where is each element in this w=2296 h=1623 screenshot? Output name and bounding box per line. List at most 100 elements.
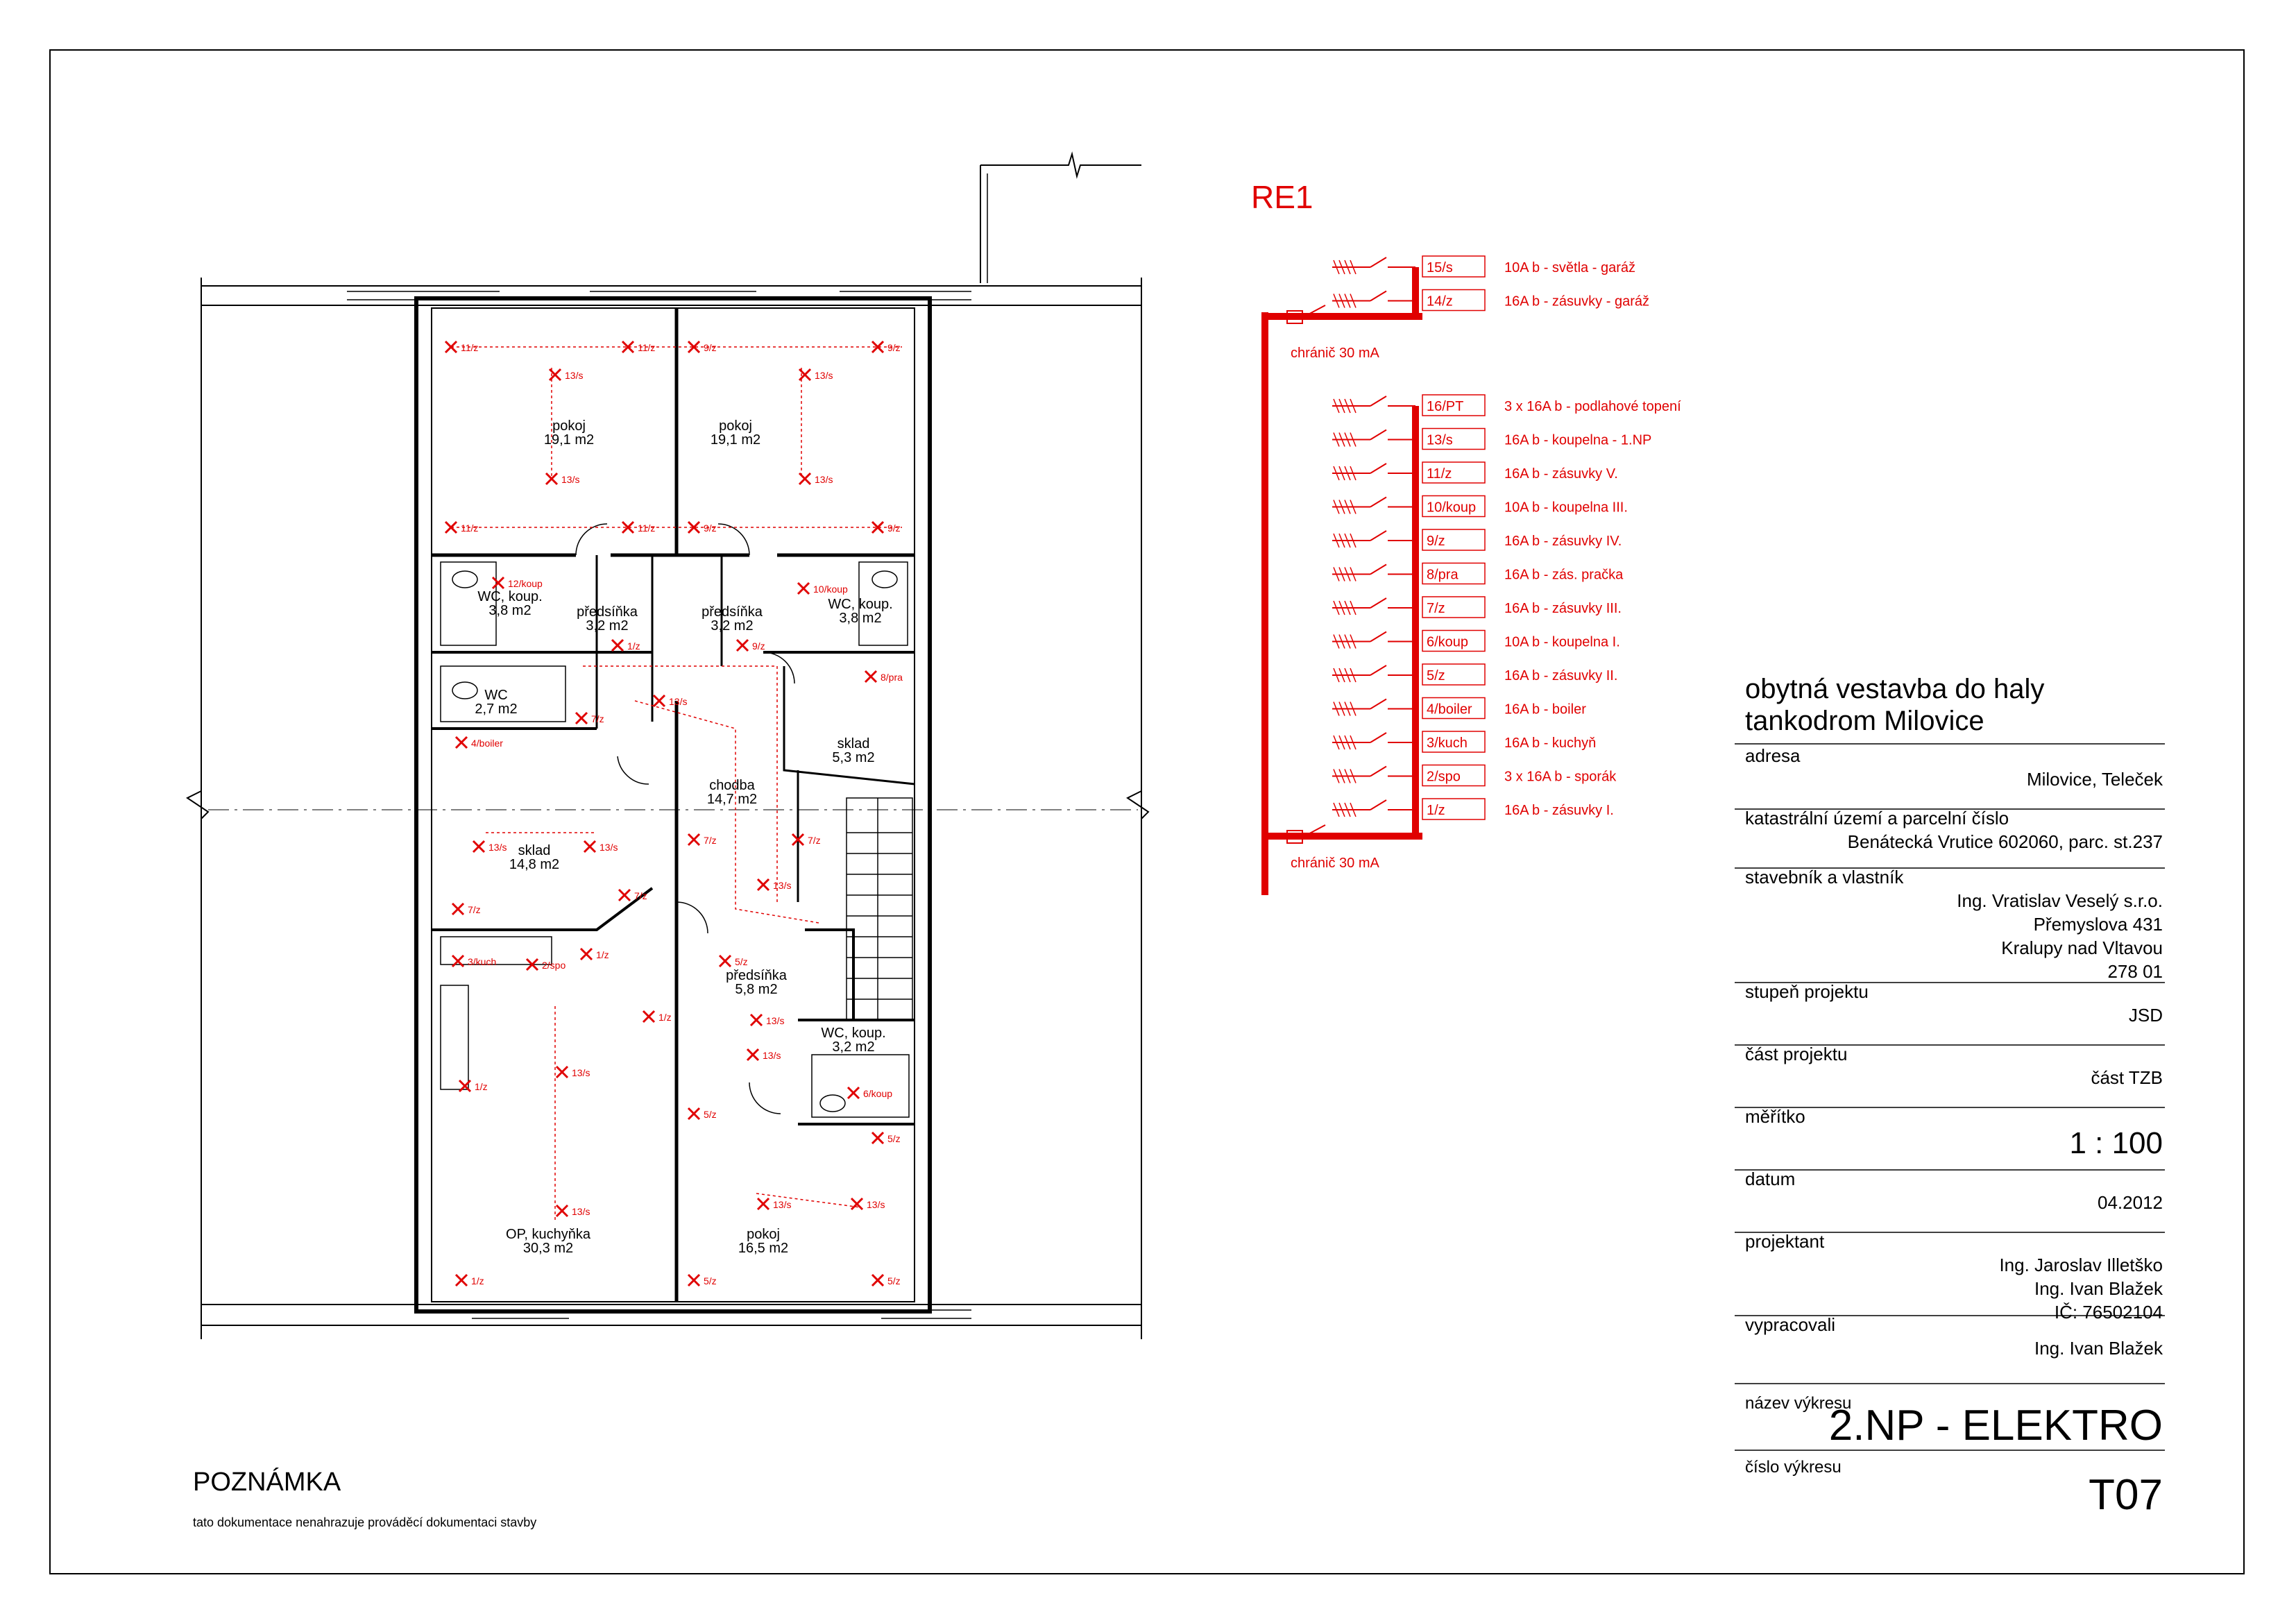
circuit-mark: 1/z — [454, 1273, 484, 1287]
room-area: 19,1 m2 — [711, 432, 760, 448]
circuit-description: 10A b - světla - garáž — [1504, 260, 1635, 275]
floor-plan — [186, 151, 1150, 1339]
room-area: 14,8 m2 — [509, 857, 559, 872]
circuit-mark: 1/z — [642, 1010, 672, 1023]
title-field-value: Benátecká Vrutice 602060, parc. st.237 — [1848, 831, 2163, 852]
circuit-id-box — [1422, 394, 1486, 416]
circuit-mark-label: 13/s — [773, 880, 791, 891]
circuit-description: 16A b - zásuvky I. — [1504, 803, 1614, 818]
room-area: 3,2 m2 — [832, 1039, 874, 1055]
title-field-label: katastrální území a parcelní číslo — [1745, 808, 2009, 829]
title-block: obytná vestavba do haly tankodrom Milovi… — [1735, 674, 2165, 1519]
title-field-value: Ing. Vratislav Veselý s.r.o. — [1957, 890, 2163, 911]
circuit-mark-label: 4/boiler — [471, 738, 503, 749]
circuit-id-box — [1422, 629, 1486, 652]
circuit-id: 7/z — [1427, 601, 1445, 616]
circuit-mark: 11/z — [444, 520, 478, 534]
circuit-mark-label: 5/z — [887, 1133, 901, 1144]
circuit-mark-label: 9/z — [752, 640, 765, 652]
title-field-label: projektant — [1745, 1231, 1825, 1252]
circuit-mark: 13/s — [545, 472, 579, 486]
circuit-mark-label: 7/z — [468, 904, 481, 915]
circuit-mark-label: 13/s — [773, 1199, 791, 1210]
circuit-mark-label: 13/s — [565, 370, 583, 381]
circuit-mark: 13/s — [583, 840, 618, 853]
circuit-mark-label: 7/z — [591, 713, 604, 724]
title-field-value: Ing. Ivan Blažek — [2034, 1338, 2163, 1359]
circuit-mark-label: 5/z — [735, 956, 748, 967]
room-area: 30,3 m2 — [523, 1241, 573, 1256]
circuit-mark: 9/z — [735, 638, 765, 652]
circuit-description: 16A b - zásuvky III. — [1504, 601, 1622, 616]
circuit-mark-label: 9/z — [704, 522, 717, 534]
circuit-mark: 11/z — [444, 340, 478, 354]
circuit-mark-label: 1/z — [475, 1081, 488, 1092]
circuit-mark: 11/z — [621, 520, 655, 534]
circuit-mark: 13/s — [652, 694, 687, 708]
room-name: pokoj — [719, 418, 752, 434]
circuit-id: 4/boiler — [1427, 702, 1472, 717]
circuit-mark-label: 9/z — [887, 342, 901, 353]
circuit-mark: 7/z — [575, 711, 604, 725]
circuit-mark-label: 13/s — [815, 370, 833, 381]
circuit-mark: 12/koup — [491, 576, 543, 590]
circuit-id-box — [1422, 731, 1486, 753]
circuit-mark: 1/z — [458, 1079, 488, 1093]
room-name: sklad — [518, 843, 551, 858]
circuit-mark-label: 12/koup — [508, 578, 543, 589]
circuit-mark-label: 11/z — [638, 342, 655, 353]
circuit-mark-label: 13/s — [766, 1015, 784, 1026]
title-field-label: adresa — [1745, 745, 1801, 766]
title-field-value: Milovice, Teleček — [2027, 769, 2163, 790]
circuit-mark: 5/z — [687, 1107, 717, 1121]
title-field-label: vypracovali — [1745, 1314, 1835, 1335]
rcd-label-upper: chránič 30 mA — [1291, 346, 1379, 361]
circuit-id-box — [1422, 697, 1486, 720]
circuit-mark: 7/z — [791, 833, 821, 847]
room-area: 5,3 m2 — [832, 750, 874, 765]
room-name: WC — [484, 688, 507, 703]
circuit-mark-label: 5/z — [704, 1109, 717, 1120]
circuit-mark-label: 5/z — [887, 1275, 901, 1286]
circuit-mark-label: 13/s — [763, 1050, 781, 1061]
circuit-id-box — [1422, 495, 1486, 518]
circuit-id-box — [1422, 798, 1486, 820]
circuit-mark: 4/boiler — [454, 736, 503, 749]
title-field-value: Kralupy nad Vltavou — [2001, 937, 2163, 958]
circuit-mark: 13/s — [756, 1197, 791, 1211]
circuit-id: 8/pra — [1427, 568, 1459, 583]
circuit-id: 3/kuch — [1427, 736, 1468, 751]
circuit-mark: 13/s — [555, 1204, 590, 1218]
circuit-description: 3 x 16A b - podlahové topení — [1504, 399, 1681, 414]
room-name: pokoj — [747, 1227, 780, 1242]
circuit-mark: 6/koup — [847, 1086, 892, 1100]
circuit-mark: 7/z — [451, 902, 481, 916]
circuit-mark: 3/kuch — [451, 954, 496, 968]
room-name: chodba — [709, 778, 755, 793]
title-field-label: stavebník a vlastník — [1745, 867, 1904, 887]
circuit-id: 16/PT — [1427, 399, 1463, 414]
circuit-mark-label: 13/s — [669, 696, 687, 707]
circuit-id: 2/spo — [1427, 770, 1461, 785]
drawing-number-label: číslo výkresu — [1745, 1458, 1842, 1477]
circuit-row: 16/PT 3 x 16A b - podlahové topení — [1332, 394, 1681, 416]
drawing-number: T07 — [2089, 1471, 2163, 1519]
circuit-mark: 13/s — [548, 368, 583, 382]
circuit-mark-label: 1/z — [658, 1012, 672, 1023]
circuit-mark: 10/koup — [797, 581, 848, 595]
circuit-mark-label: 7/z — [704, 835, 717, 846]
circuit-mark-label: 11/z — [461, 522, 478, 534]
circuit-mark-label: 11/z — [638, 522, 655, 534]
circuit-mark: 9/z — [687, 340, 717, 354]
circuit-id-box — [1422, 764, 1486, 787]
circuit-marks: 11/z 11/z 9/z 9/z 13/s 13/s 13/s 13/s 11/z 11/z 9/… — [444, 340, 903, 1287]
circuit-description: 16A b - boiler — [1504, 702, 1586, 717]
circuit-id: 5/z — [1427, 668, 1445, 683]
